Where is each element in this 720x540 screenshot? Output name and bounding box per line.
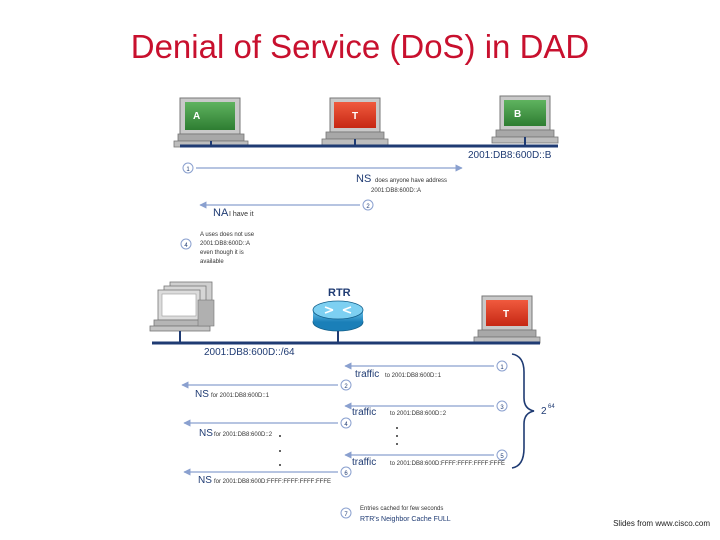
ns-2-desc: for 2001:DB8:600D::1 [211,393,270,399]
traffic-5-kind: traffic [352,457,376,468]
address-b: 2001:DB8:600D::B [468,150,552,161]
ns-6-desc: for 2001:DB8:600D:FFFF:FFFF:FFFF:FFFE [214,479,331,485]
slide-title: Denial of Service (DoS) in DAD [130,28,590,65]
traffic-3-desc: to 2001:DB8:600D::2 [390,411,447,417]
exponent-sup: 64 [548,404,555,410]
traffic-5-desc: to 2001:DB8:600D:FFFF:FFFF:FFFF:FFFE [390,461,505,467]
ns-desc: does anyone have address [375,178,447,184]
router-label: RTR [328,287,351,299]
ns-2-badge: 2 [344,384,348,390]
range-brace [511,353,535,469]
ns-6-kind: NS [198,475,212,486]
router-icon [312,300,364,332]
host-t-bottom-label: T [503,309,509,320]
na-desc: I have it [229,211,254,218]
step-7-line-2: RTR's Neighbor Cache FULL [360,516,451,523]
traffic-5-badge: 5 [500,454,504,460]
computer-stack-icon [149,281,215,332]
traffic-1-badge: 1 [500,365,504,371]
step-7-line-1: Entries cached for few seconds [360,506,443,512]
slide-footer: Slides from www.cisco.com [613,519,710,528]
step-4-line-3: even though it is [200,250,244,256]
ns-4-badge: 4 [344,422,348,428]
computer-icon-a [173,97,249,148]
traffic-1-desc: to 2001:DB8:600D::1 [385,373,442,379]
host-a-label: A [193,111,200,122]
step-4-badge: 4 [184,243,188,249]
step-1-badge: 1 [186,167,190,173]
ns-2-kind: NS [195,389,209,400]
ns-4-desc: for 2001:DB8:600D::2 [214,432,273,438]
step-2-badge: 2 [366,204,370,210]
step-4-line-4: available [200,259,224,265]
traffic-3-kind: traffic [352,407,376,418]
exponent-base: 2 [541,406,547,417]
ns-kind: NS [356,173,371,185]
ns-4-kind: NS [199,428,213,439]
traffic-1-kind: traffic [355,369,379,380]
step-4-line-1: A uses does not use [200,232,255,238]
host-b-label: B [514,109,521,120]
step-4-line-2: 2001:DB8:600D::A [200,241,250,247]
traffic-3-badge: 3 [500,405,504,411]
host-t-label: T [352,111,358,122]
ellipsis-dots [279,427,398,466]
ns-6-badge: 6 [344,471,348,477]
na-kind: NA [213,207,229,219]
step-7-badge: 7 [344,512,348,518]
computer-icon-b [491,95,559,144]
ns-addr: 2001:DB8:600D::A [371,188,421,194]
subnet-label: 2001:DB8:600D::/64 [204,347,295,358]
